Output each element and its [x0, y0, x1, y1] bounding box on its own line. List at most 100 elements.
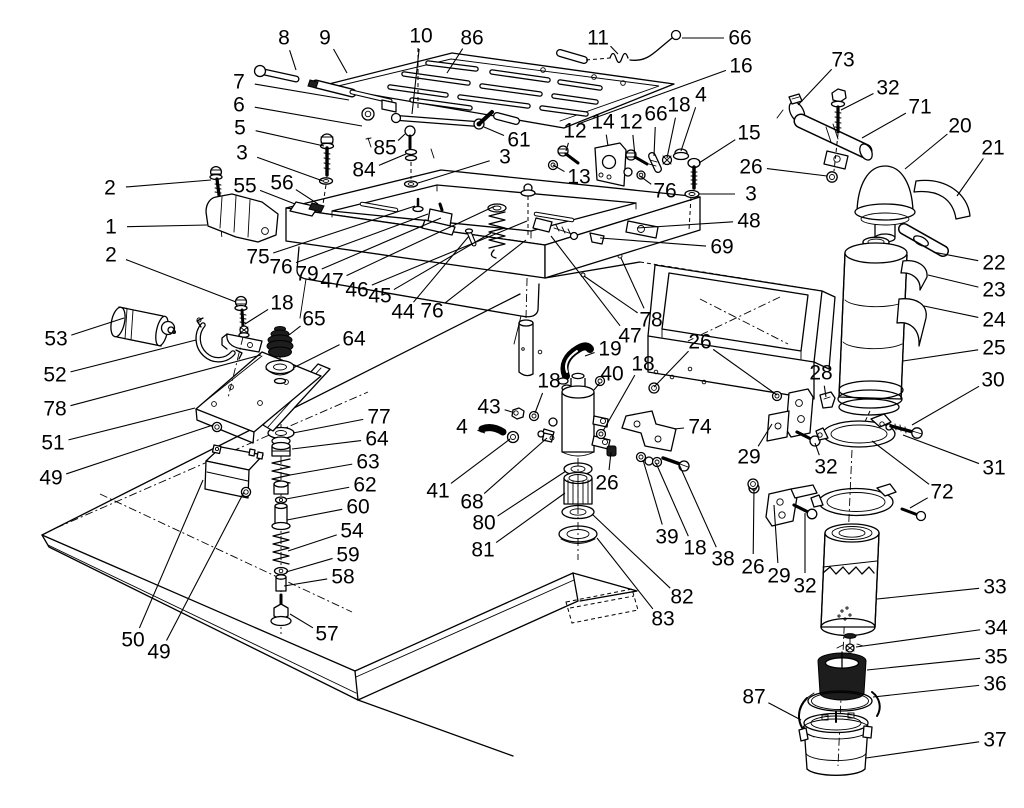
air-cleaner: [776, 88, 971, 429]
callout-48-31: 48: [737, 210, 760, 233]
callout-4-25: 4: [695, 84, 707, 107]
callout-20-36: 20: [948, 115, 971, 138]
leader-line-18-103-0: [534, 392, 544, 414]
callout-64-62: 64: [342, 328, 366, 351]
leader-line-34-98-0: [855, 629, 981, 648]
callout-33-97: 33: [983, 576, 1006, 599]
callout-69-32: 69: [710, 236, 733, 259]
leader-line-13-28-0: [552, 164, 565, 173]
callout-13-28: 13: [567, 166, 590, 189]
callout-76-29: 76: [653, 180, 676, 203]
callout-85-16: 85: [373, 137, 396, 160]
leader-line-31-95-0: [902, 434, 980, 465]
spring-54: [272, 531, 290, 565]
callout-63-68: 63: [356, 451, 379, 474]
leader-line-87-101-0: [768, 702, 802, 721]
callout-78-44: 78: [639, 309, 662, 332]
callout-75-50: 75: [246, 246, 269, 269]
callout-22-38: 22: [982, 252, 1005, 275]
leader-line-82-91-0: [591, 513, 671, 589]
leader-line-2-13-0: [125, 259, 237, 303]
leader-line-51-64-0: [68, 407, 196, 441]
leader-line-26-83-0: [608, 451, 612, 471]
leader-line-78-44-1: [583, 275, 638, 314]
leader-line-76-51-0: [295, 213, 429, 264]
leader-line-10-2-0: [411, 48, 420, 115]
leader-line-4-25-0: [680, 107, 697, 152]
callout-12-20: 12: [563, 120, 586, 143]
callout-77-66: 77: [367, 406, 390, 429]
leader-line-47-53-0: [346, 205, 496, 277]
leader-line-4-78-0: [477, 429, 486, 434]
callout-26-88: 26: [741, 556, 764, 579]
leader-line-18-60-0: [244, 308, 269, 325]
leader-line-24-40-0: [923, 305, 979, 318]
callout-84-17: 84: [352, 159, 376, 182]
callout-11-4: 11: [587, 27, 609, 50]
elbow-21: [913, 179, 971, 220]
callout-18-60: 18: [270, 292, 293, 315]
leader-line-39-85-0: [642, 459, 663, 525]
callout-2-11: 2: [104, 177, 116, 200]
callout-10-2: 10: [409, 25, 432, 48]
callout-16-6: 16: [729, 55, 752, 78]
callout-21-37: 21: [981, 137, 1004, 160]
seat-plate: [253, 29, 682, 188]
leader-line-76-57-0: [444, 239, 527, 304]
callout-66-23: 66: [644, 103, 667, 126]
leader-line-80-81-0: [497, 470, 567, 517]
callout-24-40: 24: [982, 309, 1006, 332]
leader-line-8-0-0: [289, 50, 297, 71]
callout-45-55: 45: [368, 285, 391, 308]
leader-line-18-24-0: [666, 117, 677, 159]
leader-line-81-82-0: [495, 492, 566, 544]
callout-76-57: 76: [420, 300, 443, 323]
callout-25-41: 25: [982, 337, 1005, 360]
leader-line-58-73-0: [283, 578, 328, 587]
muffler-stack: [747, 388, 927, 776]
callout-32-34: 32: [876, 77, 899, 100]
hose-clamp-icon: [557, 377, 569, 385]
callout-31-95: 31: [982, 457, 1005, 480]
leader-line-18-86-0: [655, 462, 689, 537]
callout-1-12: 1: [105, 216, 117, 239]
callout-87-101: 87: [742, 686, 765, 709]
callout-55-14: 55: [233, 175, 256, 198]
callout-54-71: 54: [340, 520, 364, 543]
leader-line-65-61-0: [288, 325, 301, 336]
callout-14-21: 14: [591, 111, 615, 134]
leader-line-12-22-0: [632, 134, 636, 157]
callout-7-7: 7: [233, 71, 245, 94]
leader-line-47-45-0: [550, 235, 621, 327]
callout-65-61: 65: [302, 308, 325, 331]
leader-line-6-8-0: [254, 106, 363, 127]
leader-line-72-96-1: [909, 497, 928, 509]
leader-line-26-49-0: [653, 350, 689, 388]
pump-assembly: [478, 342, 760, 560]
callout-38-87: 38: [711, 548, 734, 571]
leader-line-11-4-0: [610, 45, 619, 55]
callout-73-33: 73: [831, 49, 854, 72]
leader-line-38-87-0: [677, 461, 717, 548]
leader-line-15-26-0: [698, 139, 736, 164]
leader-line-43-77-0: [504, 409, 513, 413]
leader-line-75-50-0: [273, 205, 416, 254]
leader-line-56-15-0: [295, 189, 319, 205]
callout-60-70: 60: [346, 496, 369, 519]
leader-line-46-54-0: [371, 220, 528, 286]
leader-line-26-27-0: [766, 167, 828, 177]
callout-4-78: 4: [456, 416, 468, 439]
leader-line-23-39-0: [927, 274, 979, 288]
band-24: [896, 298, 927, 347]
leader-line-45-55-0: [393, 232, 492, 291]
band-23: [900, 260, 928, 291]
leader-line-2-11-0: [125, 179, 212, 188]
leader-line-79-52-0: [321, 217, 442, 270]
callout-82-91: 82: [670, 586, 693, 609]
callout-19-46: 19: [598, 338, 621, 361]
callout-44-56: 44: [391, 301, 415, 324]
leader-line-73-33-0: [797, 68, 833, 106]
leader-line-16-6-0: [577, 69, 727, 125]
callout-46-54: 46: [345, 279, 368, 302]
